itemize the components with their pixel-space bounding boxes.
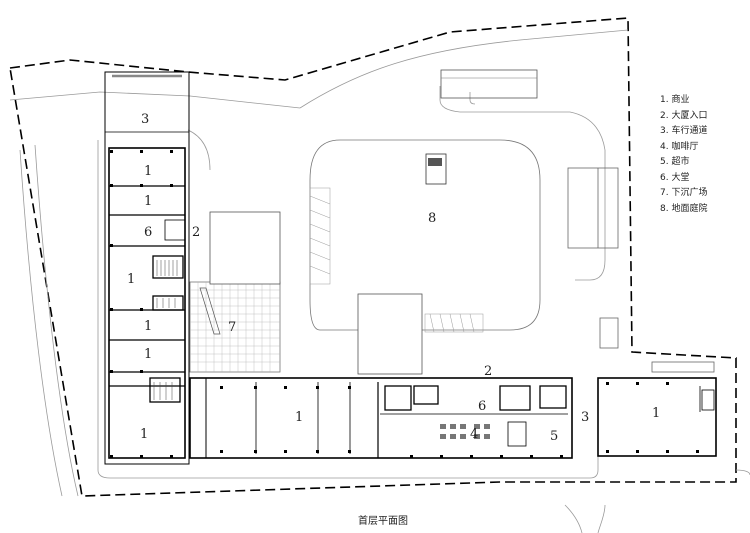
courtyard [309, 139, 541, 331]
label-south-5: 5 [550, 429, 558, 444]
sunken-plaza [189, 281, 281, 373]
outer-roads [9, 29, 750, 533]
legend-item-7: 7. 下沉广场 [660, 188, 708, 198]
west-core-lines [153, 260, 178, 400]
label-south-2: 2 [484, 364, 492, 379]
label-west-1b: 1 [144, 194, 152, 209]
label-west-1a: 1 [144, 164, 152, 179]
plaza-stair [199, 287, 221, 335]
legend-item-3: 3. 车行通道 [660, 126, 708, 136]
label-west-1d: 1 [144, 319, 152, 334]
legend-item-4: 4. 咖啡厅 [660, 141, 699, 152]
ramp-structure [440, 69, 538, 99]
courtyard-ramps [309, 187, 484, 333]
legend-item-6: 6. 大堂 [660, 172, 690, 183]
label-west-2: 2 [192, 225, 200, 240]
label-west-6: 6 [144, 225, 152, 240]
east-structure [567, 167, 715, 373]
legend-item-2: 2. 大厦入口 [660, 110, 708, 121]
site-boundary [9, 17, 737, 497]
south-cafe-tables [440, 424, 490, 439]
legend-item-8: 8. 地面庭院 [660, 203, 708, 214]
legend-item-5: 5. 超市 [660, 157, 690, 167]
label-west-top-3: 3 [141, 112, 149, 127]
plaza-canopy [209, 211, 281, 285]
label-court-8: 8 [428, 211, 436, 226]
legend: 1. 商业 2. 大厦入口 3. 车行通道 4. 咖啡厅 5. 超市 6. 大堂… [660, 93, 707, 217]
plan-caption: 首层平面图 [358, 516, 408, 527]
label-west-1c: 1 [127, 272, 135, 287]
legend-item-1: 1. 商业 [660, 95, 690, 105]
east-building [597, 377, 717, 457]
central-connector [357, 293, 423, 375]
columns [110, 150, 699, 458]
label-south-6: 6 [478, 399, 486, 414]
courtyard-stair [425, 153, 447, 185]
label-west-1f: 1 [140, 427, 148, 442]
label-south-4: 4 [470, 427, 478, 442]
west-building [104, 71, 190, 465]
inner-drive [97, 99, 606, 479]
label-east-1: 1 [652, 406, 660, 421]
south-building [189, 377, 573, 459]
label-south-3: 3 [581, 410, 589, 425]
label-plaza-7: 7 [228, 320, 236, 335]
label-south-1: 1 [295, 410, 303, 425]
label-west-1e: 1 [144, 347, 152, 362]
